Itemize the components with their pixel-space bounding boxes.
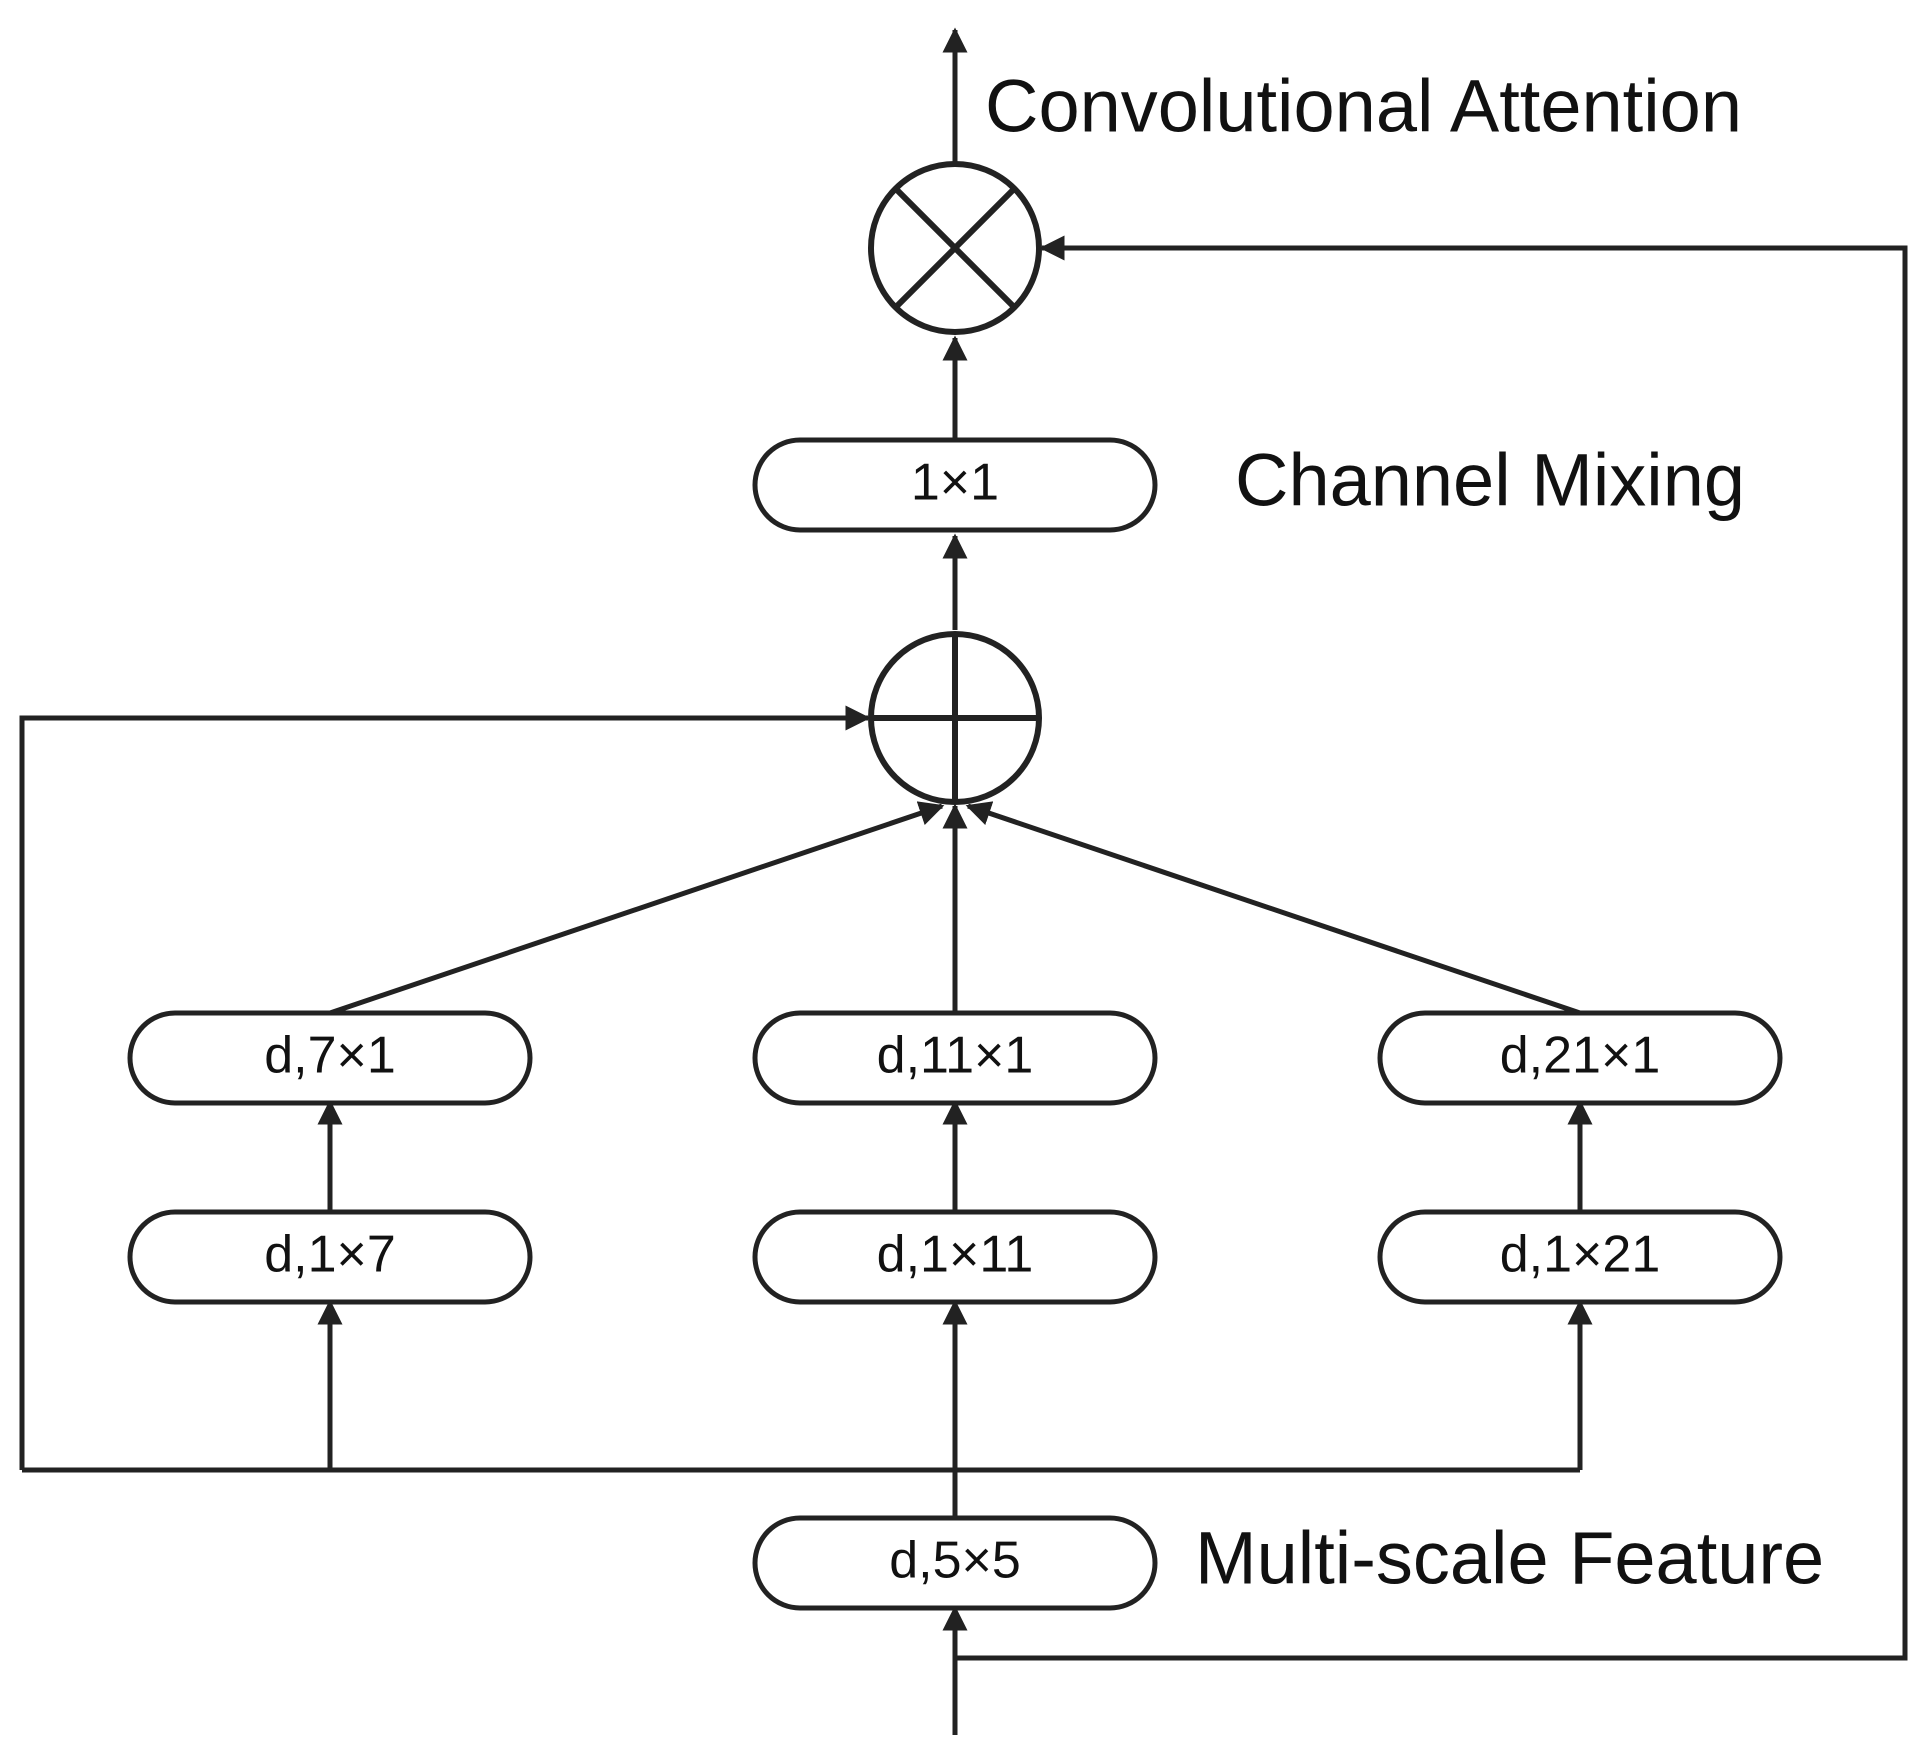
conv-label-branch1-second: d,7×1 <box>264 1027 396 1085</box>
arrow-branch3-to-sum <box>965 801 1581 1016</box>
conv-block-branch3-second: d,21×1 <box>1377 1010 1783 1106</box>
arrow-branch1-to-sum <box>329 801 945 1016</box>
conv-block-branch1-first: d,1×7 <box>127 1209 533 1305</box>
label-convolutional-attention: Convolutional Attention <box>985 65 1742 148</box>
label-multi-scale-feature: Multi-scale Feature <box>1195 1517 1824 1600</box>
line-residual-to-product <box>955 235 1908 1661</box>
conv-label-branch3-first: d,1×21 <box>1500 1226 1661 1284</box>
conv-label-1x1: 1×1 <box>911 454 999 512</box>
conv-label-branch3-second: d,21×1 <box>1500 1027 1661 1085</box>
conv-label-branch1-first: d,1×7 <box>264 1226 396 1284</box>
conv-block-branch2-second: d,11×1 <box>752 1010 1158 1106</box>
conv-block-base: d,5×5 <box>752 1515 1158 1611</box>
line-skip-to-sum <box>19 705 871 1470</box>
conv-block-1x1: 1×1 <box>752 437 1158 533</box>
label-channel-mixing: Channel Mixing <box>1235 439 1745 522</box>
conv-label-branch2-first: d,1×11 <box>877 1226 1034 1284</box>
conv-label-branch2-second: d,11×1 <box>877 1027 1034 1085</box>
multiply-operator <box>868 161 1042 335</box>
conv-block-branch3-first: d,1×21 <box>1377 1209 1783 1305</box>
conv-block-branch1-second: d,7×1 <box>127 1010 533 1106</box>
conv-label-base: d,5×5 <box>889 1532 1021 1590</box>
add-operator <box>868 631 1042 805</box>
conv-block-branch2-first: d,1×11 <box>752 1209 1158 1305</box>
